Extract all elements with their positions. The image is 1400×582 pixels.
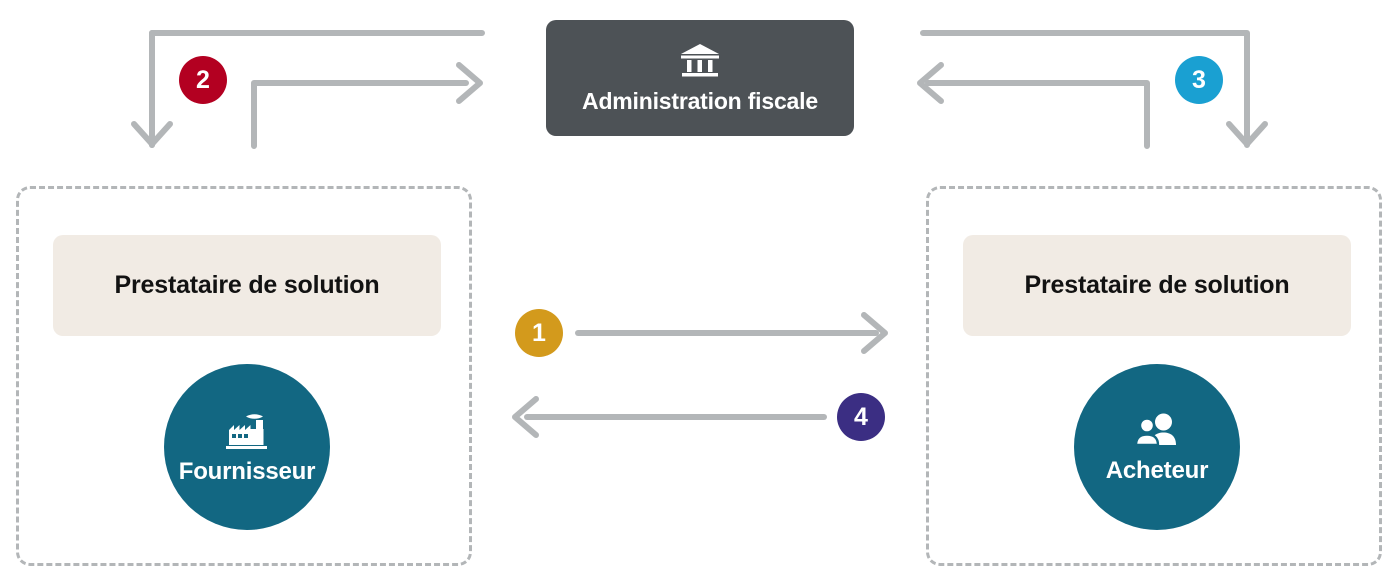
provider-chip-supplier: Prestataire de solution [53, 235, 441, 336]
actor-circle-supplier: Fournisseur [164, 364, 330, 530]
bank-icon [679, 43, 721, 84]
step-badge-4-number: 4 [854, 402, 868, 431]
step-badge-3-number: 3 [1192, 65, 1206, 94]
connector-step-1-arrow [575, 312, 888, 354]
connector-admin-to-buyer [917, 62, 1150, 149]
administration-fiscale-box: Administration fiscale [546, 20, 854, 136]
administration-fiscale-label: Administration fiscale [582, 88, 818, 114]
step-badge-4: 4 [837, 393, 885, 441]
connector-step-4-arrow [512, 396, 827, 438]
step-badge-2: 2 [179, 56, 227, 104]
party-container-supplier: Prestataire de solution [16, 186, 472, 566]
party-container-buyer: Prestataire de solution Acheteur [926, 186, 1382, 566]
connector-supplier-to-admin-secondary [251, 62, 483, 149]
provider-chip-buyer: Prestataire de solution [963, 235, 1351, 336]
actor-circle-buyer: Acheteur [1074, 364, 1240, 530]
step-badge-3: 3 [1175, 56, 1223, 104]
connector-buyer-to-admin [920, 30, 1268, 148]
people-icon [1134, 412, 1180, 455]
step-badge-1: 1 [515, 309, 563, 357]
step-badge-2-number: 2 [196, 65, 210, 94]
connector-admin-to-supplier-arrow [131, 30, 173, 148]
provider-label-supplier: Prestataire de solution [114, 271, 380, 299]
provider-label-buyer: Prestataire de solution [1024, 271, 1290, 299]
actor-label-buyer: Acheteur [1105, 456, 1209, 484]
step-badge-1-number: 1 [532, 318, 546, 347]
actor-label-supplier: Fournisseur [178, 457, 316, 485]
factory-icon [223, 411, 271, 456]
